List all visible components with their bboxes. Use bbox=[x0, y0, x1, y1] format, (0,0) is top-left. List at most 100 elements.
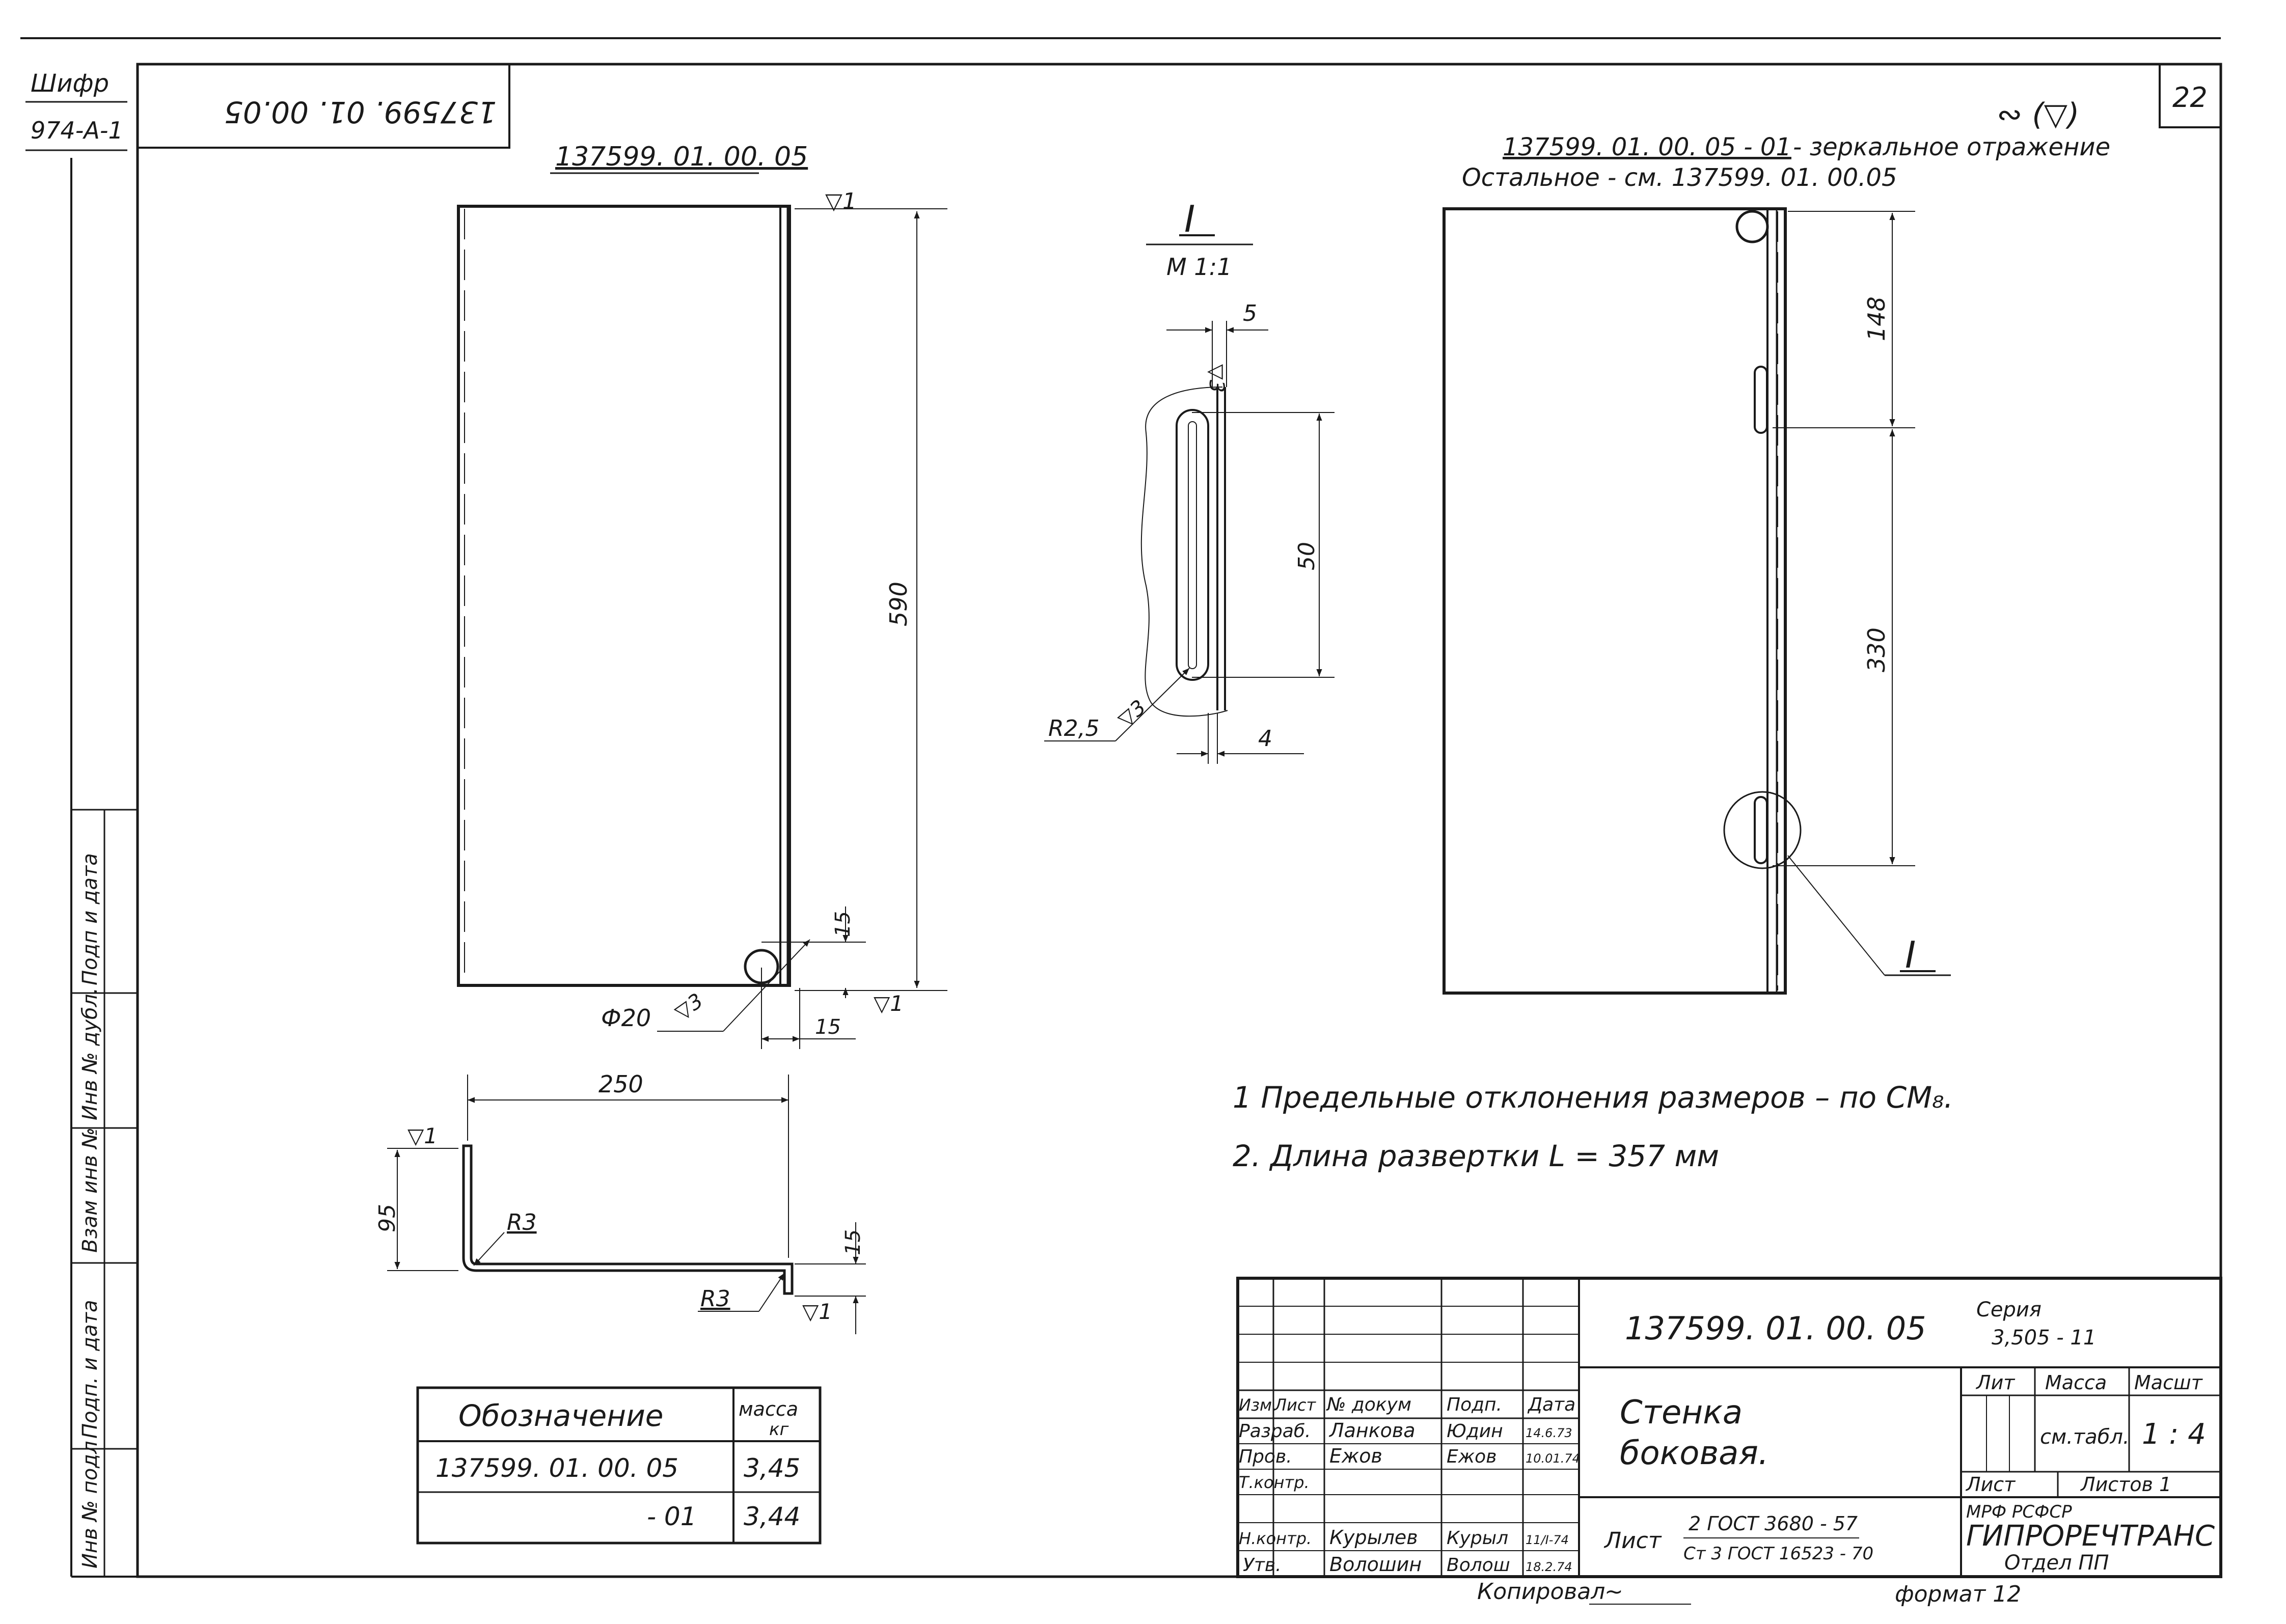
col-header-date: Дата bbox=[1527, 1394, 1575, 1415]
view-left: 137599. 01. 00. 05 ▽1 590 Ф20 ▽3 15 15 ▽… bbox=[457, 142, 947, 1049]
rest-note: Остальное - см. 137599. 01. 00.05 bbox=[1462, 163, 1897, 192]
series-value: 3,505 - 11 bbox=[1992, 1326, 2096, 1350]
name-check: Ежов bbox=[1329, 1445, 1382, 1467]
detail-rough-radius: ▽3 bbox=[1113, 696, 1151, 732]
role-dev: Разраб. bbox=[1239, 1421, 1311, 1442]
org-name: ГИПРОРЕЧТРАНС bbox=[1966, 1520, 2215, 1553]
section-dim-15: 15 bbox=[841, 1229, 865, 1255]
left-dim-15-v: 15 bbox=[831, 911, 855, 937]
name-approve: Волошин bbox=[1329, 1553, 1422, 1576]
left-hole-rough: ▽3 bbox=[671, 989, 707, 1025]
section-radius-a: R3 bbox=[507, 1209, 537, 1235]
mass-row-1-mass: 3,45 bbox=[744, 1453, 800, 1483]
material-bottom: Ст 3 ГОСТ 16523 - 70 bbox=[1683, 1544, 1873, 1564]
stamp-label-inv-dup: Инв № дубл. bbox=[78, 987, 102, 1120]
notes: 1 Предельные отклонения размеров – по СМ… bbox=[1233, 1080, 1953, 1173]
mass-table-header-mass: масса bbox=[739, 1398, 798, 1420]
left-hole-label: Ф20 bbox=[601, 1004, 651, 1032]
role-approve: Утв. bbox=[1243, 1555, 1282, 1576]
stamp-label-sign-date-2: Подп и дата bbox=[78, 853, 102, 985]
surface-symbol: ∾ (▽) bbox=[1997, 97, 2079, 132]
cipher-label: Шифр bbox=[31, 69, 109, 98]
view-left-title: 137599. 01. 00. 05 bbox=[555, 142, 808, 172]
scale-label: Масшт bbox=[2134, 1371, 2203, 1394]
col-header-sign: Подп. bbox=[1447, 1394, 1502, 1415]
mirror-text: - зеркальное отражение bbox=[1793, 133, 2110, 161]
sheet-number: 22 bbox=[2172, 81, 2208, 114]
org-top: МРФ РСФСР bbox=[1966, 1502, 2072, 1522]
part-name-2: боковая. bbox=[1620, 1435, 1768, 1472]
mass-table-header-unit: кг bbox=[769, 1419, 790, 1440]
footer: Копировал ~ формат 12 bbox=[1477, 1579, 2021, 1607]
sign-dev: Юдин bbox=[1447, 1421, 1503, 1442]
left-rough-bottom: ▽1 bbox=[874, 991, 904, 1016]
part-name-1: Стенка bbox=[1620, 1394, 1743, 1432]
detail-label: I bbox=[1184, 198, 1195, 240]
copied-sign: ~ bbox=[1604, 1579, 1623, 1605]
right-slot-lower bbox=[1754, 796, 1768, 864]
stamp-label-replace-inv: Взам инв № bbox=[78, 1127, 102, 1253]
view-right: 137599. 01. 00. 05 - 01 - зеркальное отр… bbox=[1443, 97, 2110, 995]
material-prefix: Лист bbox=[1603, 1528, 1662, 1554]
role-tcontrol: Т.контр. bbox=[1239, 1473, 1310, 1492]
detail-slot bbox=[1176, 409, 1209, 681]
drawing-number: 137599. 01. 00. 05 bbox=[1625, 1310, 1926, 1347]
format-label: формат 12 bbox=[1895, 1581, 2021, 1607]
stamp-label-sign-date-1: Подп. и дата bbox=[78, 1300, 102, 1439]
right-dim-148: 148 bbox=[1863, 296, 1890, 341]
col-header-doc: № докум bbox=[1326, 1394, 1411, 1415]
mass-table-header-designation: Обозначение bbox=[458, 1398, 663, 1433]
margin-cipher-box: Шифр 974-А-1 bbox=[25, 69, 127, 151]
sign-check: Ежов bbox=[1447, 1446, 1496, 1467]
left-rough-top: ▽1 bbox=[825, 188, 857, 214]
section-rough-top: ▽1 bbox=[407, 1123, 438, 1148]
detail-dim-50: 50 bbox=[1294, 542, 1320, 570]
mass-row-2-designation: - 01 bbox=[647, 1502, 697, 1531]
left-dim-15-h: 15 bbox=[815, 1015, 841, 1039]
sheets-label: Листов 1 bbox=[2080, 1473, 2171, 1496]
mass-row-2-mass: 3,44 bbox=[744, 1502, 800, 1531]
sheet-label: Лист bbox=[1965, 1473, 2016, 1496]
section-profile bbox=[462, 1144, 794, 1295]
section-view: 250 95 ▽1 R3 R3 15 ▽1 bbox=[374, 1070, 866, 1334]
role-check: Пров. bbox=[1239, 1446, 1292, 1467]
scale-value: 1 : 4 bbox=[2142, 1418, 2206, 1451]
col-header-list: Лист bbox=[1274, 1395, 1316, 1415]
detail-rough-top: ▽3 bbox=[1205, 364, 1228, 393]
right-detail-circle bbox=[1723, 791, 1802, 869]
detail-dim-4: 4 bbox=[1258, 726, 1272, 752]
rotated-code-box: 137599. 01. 00.05 bbox=[138, 64, 510, 149]
mirror-code: 137599. 01. 00. 05 - 01 bbox=[1503, 133, 1791, 161]
date-approve: 18.2.74 bbox=[1526, 1560, 1572, 1574]
date-check: 10.01.74 bbox=[1526, 1451, 1580, 1466]
detail-scale: М 1:1 bbox=[1166, 253, 1232, 281]
name-dev: Ланкова bbox=[1328, 1419, 1416, 1442]
mass-row-1-designation: 137599. 01. 00. 05 bbox=[436, 1453, 678, 1483]
right-hole bbox=[1735, 210, 1769, 243]
date-ncontrol: 11/I-74 bbox=[1526, 1533, 1569, 1547]
name-ncontrol: Курылев bbox=[1329, 1526, 1418, 1549]
left-dim-590: 590 bbox=[885, 582, 912, 626]
date-dev: 14.6.73 bbox=[1526, 1426, 1572, 1440]
title-block: Изм. Лист № докум Подп. Дата Разраб. Лан… bbox=[1236, 1277, 2222, 1578]
copied-label: Копировал bbox=[1477, 1579, 1605, 1605]
mass-table: Обозначение масса кг 137599. 01. 00. 05 … bbox=[416, 1386, 822, 1545]
section-dim-250: 250 bbox=[598, 1070, 643, 1098]
stamp-label-inv-orig: Инв № подл bbox=[78, 1441, 102, 1568]
cipher-value: 974-А-1 bbox=[31, 117, 123, 144]
mass-value: см.табл. bbox=[2040, 1425, 2130, 1449]
section-rough-bottom: ▽1 bbox=[802, 1299, 832, 1324]
sheet-frame bbox=[20, 37, 2222, 1578]
right-slot-upper bbox=[1754, 366, 1768, 434]
right-detail-callout: I bbox=[1905, 933, 1916, 976]
sign-ncontrol: Курыл bbox=[1447, 1528, 1508, 1549]
series-label: Серия bbox=[1976, 1298, 2042, 1322]
col-header-izm: Изм. bbox=[1239, 1395, 1277, 1415]
lit-label: Лит bbox=[1975, 1371, 2016, 1394]
note-1: 1 Предельные отклонения размеров – по СМ… bbox=[1233, 1080, 1953, 1115]
right-dim-330: 330 bbox=[1863, 627, 1890, 672]
rotated-code: 137599. 01. 00.05 bbox=[224, 95, 497, 129]
note-2: 2. Длина развертки L = 357 мм bbox=[1233, 1139, 1719, 1173]
detail-radius-label: R2,5 bbox=[1048, 715, 1100, 741]
